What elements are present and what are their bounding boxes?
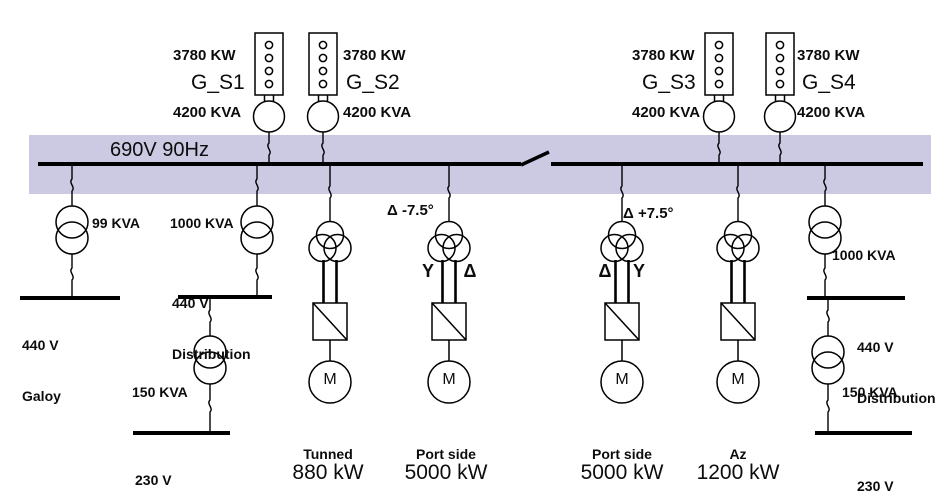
gen2-rating: 3780 KW 4200 KVA (343, 8, 411, 160)
winding-right-port2-label: Y (632, 261, 645, 281)
bus-440v-dist-right-label: 440 V Distribution (857, 339, 936, 406)
gen2-kw: 3780 KW (343, 47, 406, 64)
transformer-150kva-right-symbol (811, 335, 845, 385)
branch-tunnel-power: 880 kW (292, 461, 364, 484)
motor-port1-letter: M (442, 371, 456, 388)
gen3-rating: 3780 KW 4200 KVA (632, 8, 700, 160)
winding-shift-port1-label: Δ -7.5° (387, 202, 434, 219)
gen4-rating: 3780 KW 4200 KVA (797, 8, 865, 160)
bus-tie-breaker[interactable] (520, 150, 550, 167)
gen3-label: G_S3 (642, 71, 696, 94)
branch-port1-power: 5000 kW (404, 461, 488, 484)
gen4-label: G_S4 (802, 71, 856, 94)
gen1-kva: 4200 KVA (173, 104, 242, 121)
gen2-label: G_S2 (346, 71, 400, 94)
motor-tunnel-letter: M (323, 371, 337, 388)
gen1-rating: 3780 KW 4200 KVA (173, 8, 241, 160)
gen1-label: G_S1 (191, 71, 245, 94)
branch-az-power: 1200 kW (696, 461, 780, 484)
transformer-port-propulsion-2-symbol (600, 220, 644, 263)
gen4-kw: 3780 KW (797, 47, 860, 64)
gen4-kva: 4200 KVA (797, 104, 866, 121)
transformer-1000kva-left-label: 1000 KVA (170, 215, 234, 231)
transformer-1000kva-right-label: 1000 KVA (832, 247, 896, 263)
bus-440v-dist-left-label: 440 V Distribution (172, 295, 251, 362)
branch-az-name: Az thrustor (729, 446, 747, 462)
branch-port2-power: 5000 kW (580, 461, 664, 484)
transformer-1000kva-left-symbol (240, 205, 274, 255)
gen3-kw: 3780 KW (632, 47, 695, 64)
branch-port1-name: Port side propulsion (416, 446, 476, 462)
transformer-150kva-left-label: 150 KVA (132, 384, 188, 400)
transformer-port-propulsion-1-symbol (427, 220, 471, 263)
transformer-99kva-symbol (55, 205, 89, 255)
transformer-tunnel-thruster-symbol (308, 220, 352, 263)
branch-port2-name: Port side propulsion (592, 446, 652, 462)
winding-left-port2-label: Δ (598, 261, 612, 281)
feeder-cables (70, 166, 830, 433)
winding-right-port1-label: Δ (463, 261, 477, 281)
bus-230v-dist-left-label: 230 V Distribution (135, 472, 172, 488)
gen1-kw: 3780 KW (173, 47, 236, 64)
winding-left-port1-label: Y (421, 261, 434, 281)
branch-tunnel-name: Tunned thruster (303, 446, 353, 462)
motor-port2-letter: M (615, 371, 629, 388)
bus-voltage-label: 690V 90Hz (110, 139, 209, 161)
gen2-kva: 4200 KVA (343, 104, 412, 121)
gen3-kva: 4200 KVA (632, 104, 701, 121)
transformer-150kva-right-label: 150 KVA (842, 384, 898, 400)
transformer-99kva-label: 99 KVA (92, 215, 140, 231)
motor-az-letter: M (731, 371, 745, 388)
transformer-az-thruster-symbol (716, 220, 760, 263)
bus-230v-dist-right-label: 230 V Distribution (857, 478, 894, 494)
bus-440v-galley-label: 440 V Galoy (22, 337, 61, 404)
winding-shift-port2-label: Δ +7.5° (623, 205, 674, 222)
